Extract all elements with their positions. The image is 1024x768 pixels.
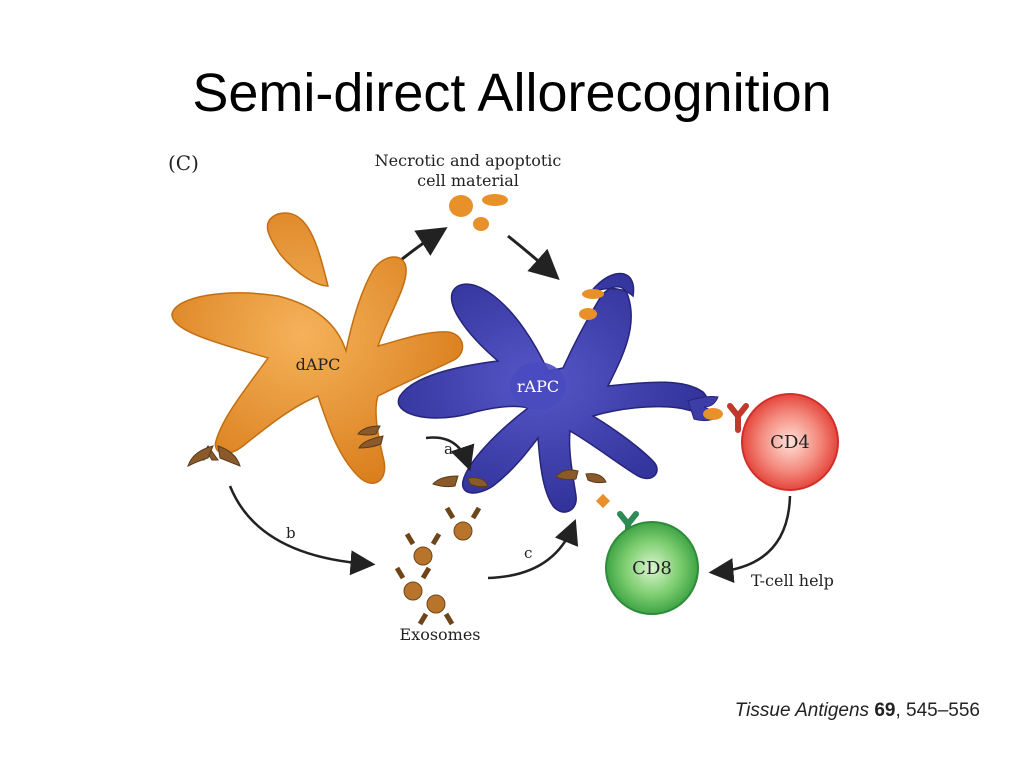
citation-journal: Tissue Antigens — [734, 700, 870, 721]
arrow-b-label: b — [286, 524, 296, 542]
cd8-label: CD8 — [632, 558, 672, 579]
citation: Tissue Antigens 69, 545–556 — [735, 700, 980, 722]
necrotic-material-label-line1: Necrotic and apoptotic — [375, 151, 562, 170]
necrotic-material-label-line2: cell material — [417, 171, 519, 190]
citation-volume: 69 — [874, 700, 896, 721]
cd4-tcr — [727, 403, 749, 433]
arrow-a-label: a — [444, 440, 453, 458]
engulfed-particles — [579, 289, 604, 320]
arrow-c-label: c — [524, 544, 532, 562]
slide-title: Semi-direct Allorecognition — [192, 63, 832, 123]
donor-apc-cell — [171, 212, 464, 484]
arrow-from-necrotic-material — [507, 234, 560, 281]
arrow-c — [487, 519, 579, 580]
tcell-help-arrow — [708, 495, 792, 583]
citation-pages: , 545–556 — [895, 700, 980, 721]
rapc-label: rAPC — [517, 377, 559, 396]
exosomes — [394, 506, 482, 626]
tcell-help-label: T-cell help — [751, 571, 834, 590]
cd4-label: CD4 — [770, 432, 810, 453]
mhc-receptors — [187, 425, 607, 488]
diagram-canvas: (C) Necrotic and apoptotic cell material… — [168, 151, 839, 644]
arrow-a — [425, 436, 475, 472]
allorecognition-diagram: (C) Necrotic and apoptotic cell material… — [168, 146, 896, 651]
dapc-label: dAPC — [296, 355, 341, 374]
exosomes-label: Exosomes — [399, 625, 480, 644]
cd4-t-cell — [741, 393, 839, 491]
cd8-t-cell — [605, 521, 699, 615]
necrotic-debris-particles — [449, 194, 508, 231]
arrow-b — [228, 485, 376, 576]
arrow-to-necrotic-material — [395, 227, 448, 266]
presented-antigen — [595, 408, 723, 509]
panel-label: (C) — [168, 151, 199, 175]
recipient-apc-cell — [397, 272, 708, 513]
